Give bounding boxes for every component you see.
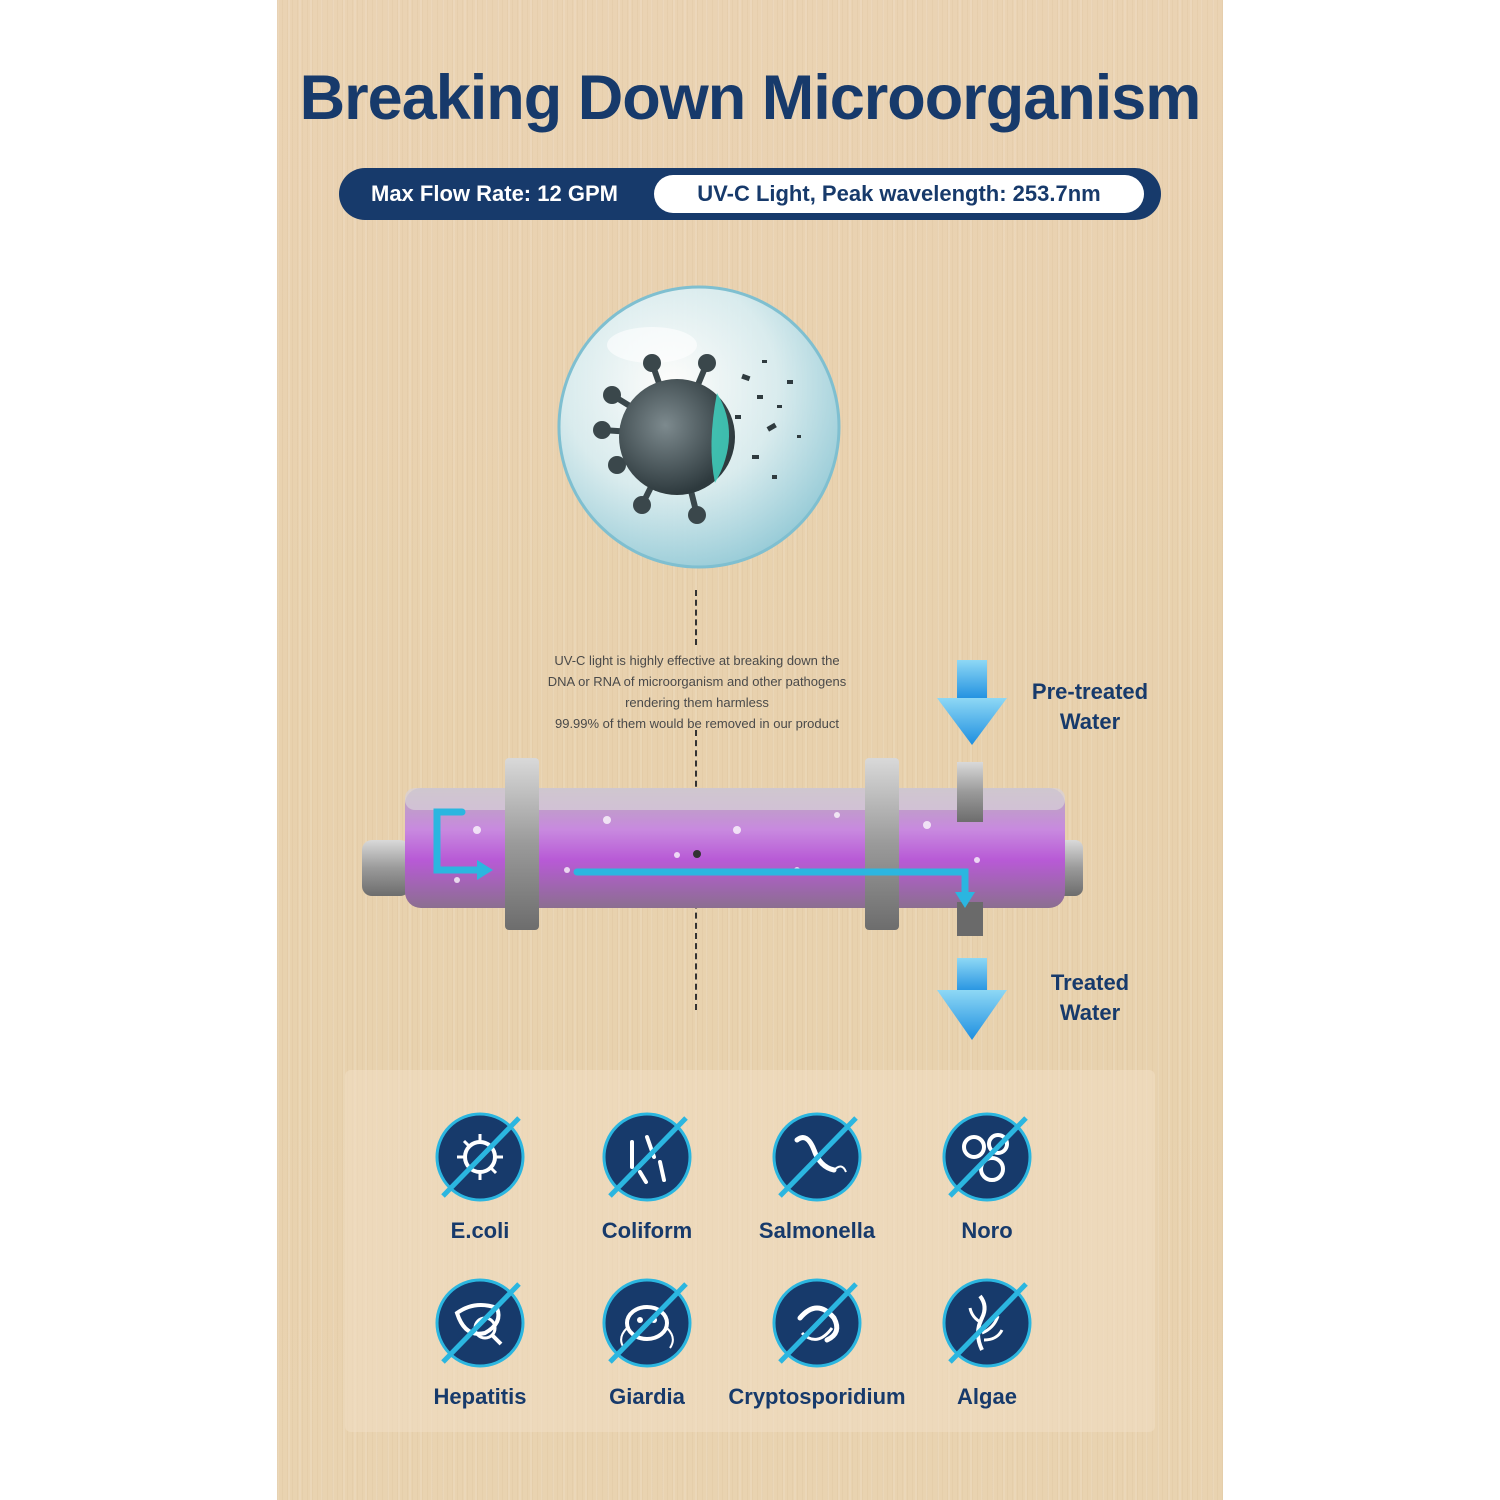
- microorganism-label: Salmonella: [758, 1218, 876, 1243]
- microorganism-item: Salmonella: [722, 1112, 912, 1244]
- virus-bubble-illustration: [557, 285, 841, 569]
- outlet-port: [957, 902, 983, 936]
- microorganism-label: Hepatitis: [433, 1384, 527, 1409]
- protozoa-icon: [602, 1278, 692, 1368]
- uv-wavelength-spec: UV-C Light, Peak wavelength: 253.7nm: [654, 175, 1144, 213]
- page-title: Breaking Down Microorganism: [299, 63, 1202, 133]
- microorganism-item: Hepatitis: [385, 1278, 575, 1410]
- microorganism-item: Giardia: [552, 1278, 742, 1410]
- infographic-panel: Breaking Down Microorganism Max Flow Rat…: [277, 0, 1223, 1500]
- description-line: rendering them harmless: [625, 695, 769, 710]
- outlet-label: Treated Water: [1050, 970, 1130, 1025]
- flow-rate-spec: Max Flow Rate: 12 GPM: [371, 181, 618, 206]
- virus-icon: [593, 354, 801, 524]
- mounting-clamp: [865, 758, 899, 930]
- microorganism-label: Noro: [961, 1218, 1013, 1243]
- parasite-icon: [772, 1278, 862, 1368]
- flow-path: [433, 808, 969, 899]
- microorganism-item: Algae: [892, 1278, 1082, 1410]
- seaweed-icon: [942, 1278, 1032, 1368]
- spec-bar: Max Flow Rate: 12 GPM UV-C Light, Peak w…: [339, 168, 1161, 220]
- inlet-arrow-icon: [937, 660, 1007, 745]
- microorganism-item: E.coli: [385, 1112, 575, 1244]
- bacilli-icon: [602, 1112, 692, 1202]
- microorganism-label: Cryptosporidium: [728, 1384, 906, 1409]
- microorganism-label: E.coli: [450, 1218, 510, 1243]
- flagellum-icon: [772, 1112, 862, 1202]
- liver-magnifier-icon: [435, 1278, 525, 1368]
- outlet-arrow-icon: [937, 958, 1007, 1040]
- microorganism-item: Cryptosporidium: [722, 1278, 912, 1410]
- description-line: UV-C light is highly effective at breaki…: [554, 653, 840, 668]
- microorganism-label: Coliform: [601, 1218, 693, 1243]
- microorganism-item: Noro: [892, 1112, 1082, 1244]
- microorganism-label: Algae: [957, 1384, 1017, 1409]
- virus-cluster-icon: [942, 1112, 1032, 1202]
- uv-description: UV-C light is highly effective at breaki…: [497, 650, 897, 734]
- microorganism-label: Giardia: [609, 1384, 685, 1409]
- bacteria-icon: [435, 1112, 525, 1202]
- mounting-clamp: [505, 758, 539, 930]
- end-cap-left: [362, 840, 410, 896]
- uv-chamber: [405, 788, 1065, 908]
- inlet-label: Pre-treated Water: [1031, 679, 1149, 734]
- inlet-port: [957, 762, 983, 822]
- connector-line-top: [695, 590, 697, 645]
- description-line: 99.99% of them would be removed in our p…: [554, 716, 839, 731]
- microorganism-item: Coliform: [552, 1112, 742, 1244]
- uv-sterilizer-illustration: [362, 660, 1083, 1040]
- microorganism-grid: E.coli Coliform Salmonella: [345, 1070, 1155, 1432]
- description-line: DNA or RNA of microorganism and other pa…: [547, 674, 847, 689]
